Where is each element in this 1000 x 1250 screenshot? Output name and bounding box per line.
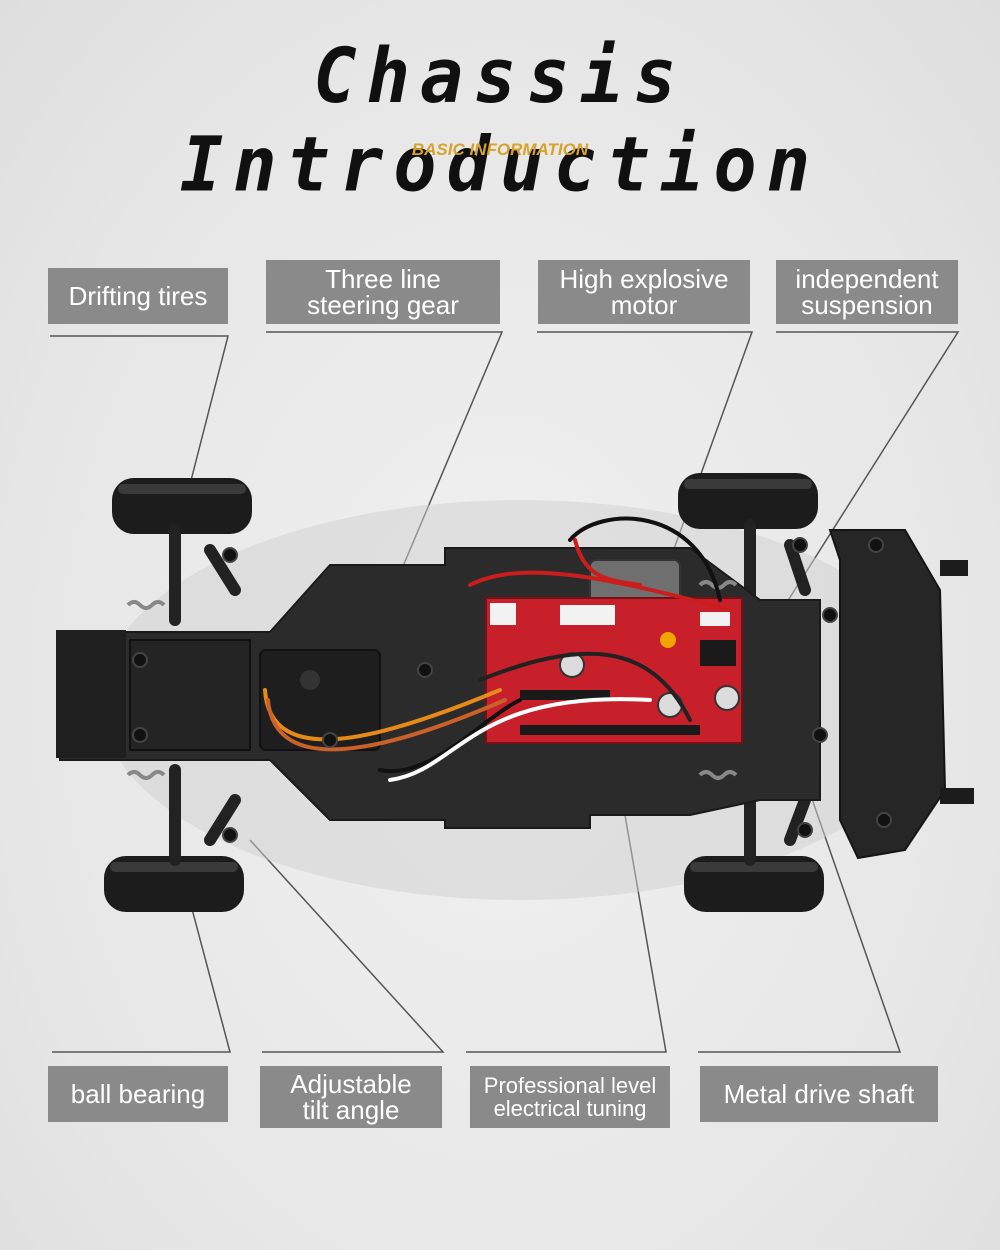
leader-line-drifting-tires <box>50 335 229 501</box>
page-subtitle: BASIC INFORMATION <box>411 140 589 159</box>
label-drifting-tires: Drifting tires <box>48 268 228 324</box>
label-steering-gear: Three line steering gear <box>266 260 500 324</box>
leader-line-ball-bearing <box>52 844 231 1053</box>
label-electrical-tuning: Professional level electrical tuning <box>470 1066 670 1128</box>
leader-line-tilt-angle <box>249 839 445 1053</box>
label-motor: High explosive motor <box>538 260 750 324</box>
leader-line-suspension <box>776 331 960 611</box>
label-tilt-angle: Adjustable tilt angle <box>260 1066 442 1128</box>
page-title: Chassis Introduction <box>179 31 821 209</box>
front-bumper <box>828 529 947 860</box>
label-suspension: independent suspension <box>776 260 958 324</box>
rear-bumper <box>56 630 126 758</box>
label-ball-bearing: ball bearing <box>48 1066 228 1122</box>
leader-line-drive-shaft <box>698 729 902 1053</box>
label-drive-shaft: Metal drive shaft <box>700 1066 938 1122</box>
rear-gearbox <box>129 639 251 751</box>
